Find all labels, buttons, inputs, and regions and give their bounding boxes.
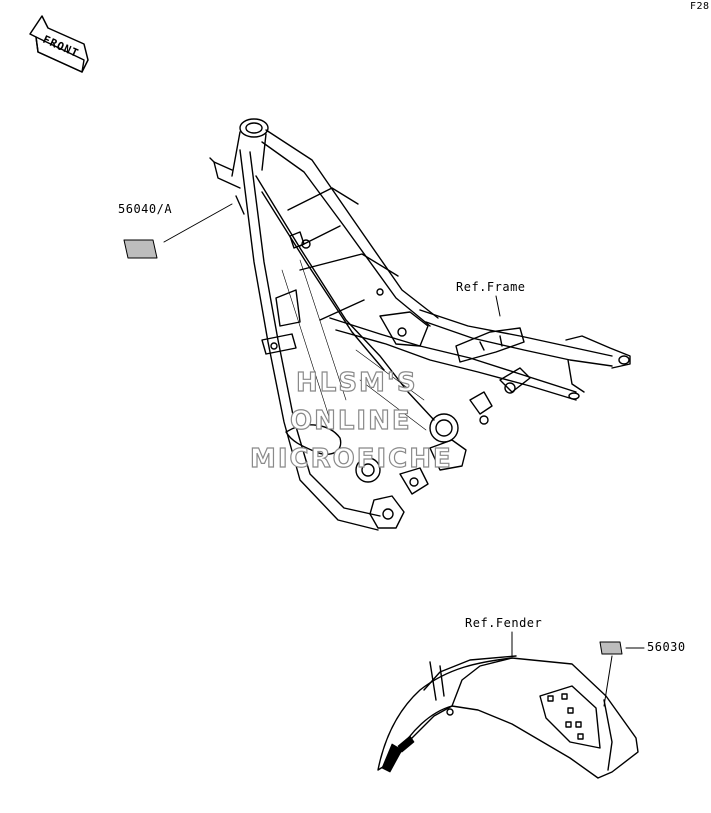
label-ref-fender: Ref.Fender bbox=[465, 616, 543, 630]
label-ref-frame: Ref.Frame bbox=[456, 280, 526, 294]
frame-drawing bbox=[209, 118, 631, 531]
fender-drawing bbox=[377, 655, 639, 779]
watermark-line-2: ONLINE bbox=[289, 405, 412, 436]
watermark-line-3: MICROFICHE bbox=[249, 443, 453, 474]
label-56030: 56030 bbox=[647, 640, 686, 654]
decal-56030 bbox=[599, 641, 623, 655]
watermark-line-1: HLSM'S bbox=[295, 367, 418, 398]
decal-56040 bbox=[123, 239, 158, 259]
page-code: F28 bbox=[690, 1, 710, 12]
front-arrow-icon: FRONT bbox=[29, 15, 89, 73]
label-56040: 56040/A bbox=[118, 202, 173, 216]
